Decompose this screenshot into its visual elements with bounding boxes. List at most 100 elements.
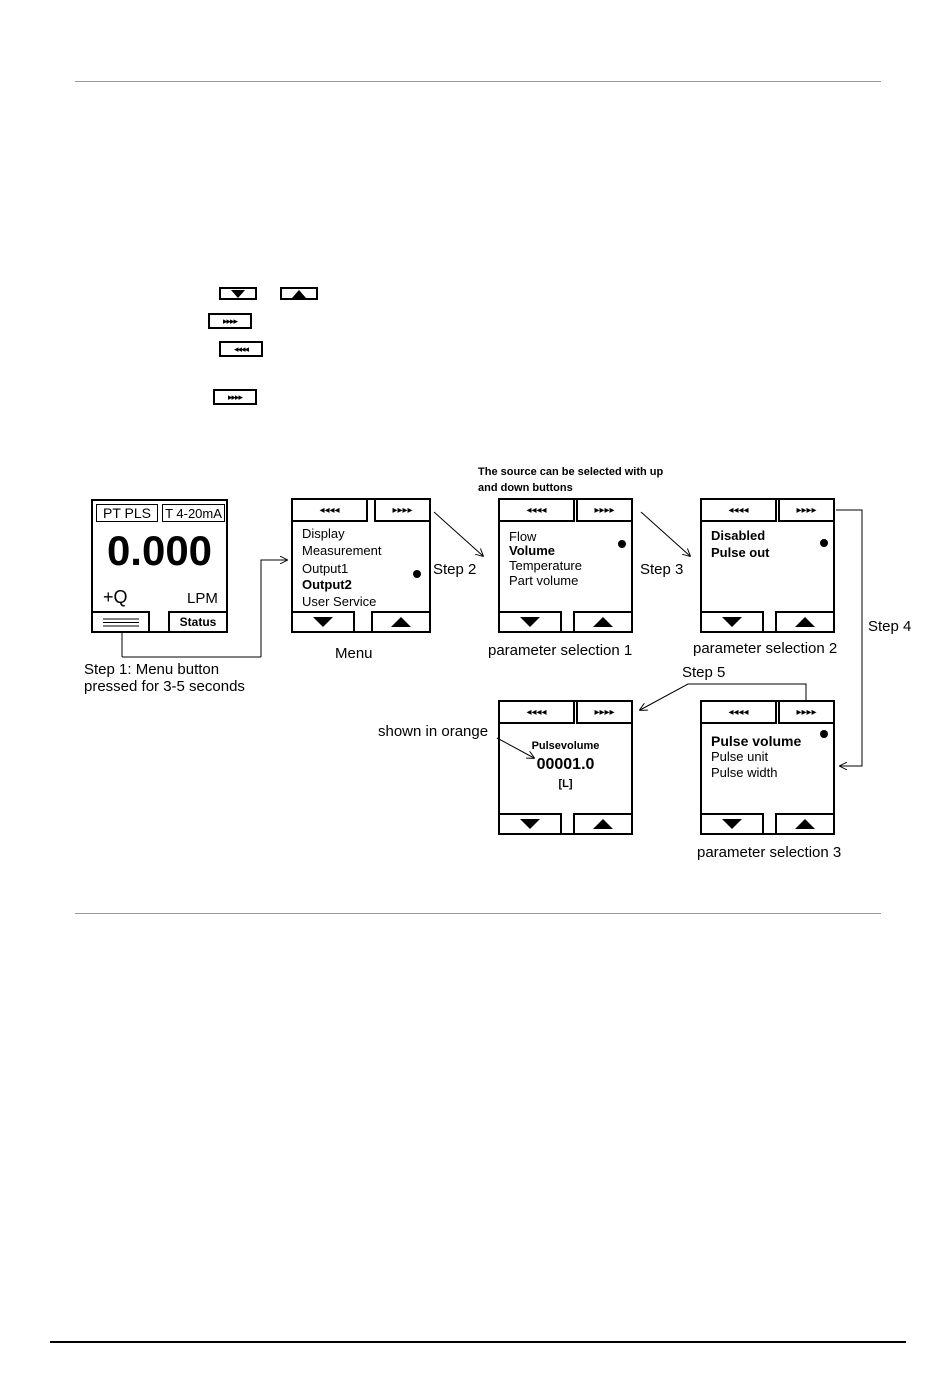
- right-arrows-icon: ▸▸▸▸: [222, 315, 238, 326]
- down-button[interactable]: [702, 813, 764, 833]
- menu-item-display: Display: [302, 526, 345, 541]
- left-arrows-icon: ◂◂◂◂: [526, 504, 547, 516]
- enter-button[interactable]: ▸▸▸▸: [778, 500, 833, 522]
- down-key-icon: [219, 287, 257, 300]
- param1-item-volume: Volume: [509, 543, 555, 558]
- unit-label: LPM: [187, 590, 218, 607]
- orange-note-connector: [496, 737, 534, 758]
- orange-note: shown in orange: [378, 723, 489, 740]
- top-rule: [75, 81, 881, 82]
- left-key-icon: ◂◂◂◂: [219, 341, 263, 357]
- up-arrow-icon: [391, 617, 411, 627]
- param2-item-disabled: Disabled: [711, 528, 766, 543]
- left-arrows-icon: ◂◂◂◂: [233, 343, 249, 354]
- back-button[interactable]: ◂◂◂◂: [702, 500, 777, 522]
- up-arrow-icon: [593, 617, 613, 627]
- caption-param3: parameter selection 3: [697, 844, 842, 861]
- menu-lines-icon: [102, 618, 139, 626]
- back-button[interactable]: ◂◂◂◂: [500, 500, 575, 522]
- pulse-label: Pulsevolume: [531, 740, 600, 752]
- left-arrows-icon: ◂◂◂◂: [319, 504, 340, 516]
- enter-button[interactable]: ▸▸▸▸: [374, 500, 429, 522]
- menu-screen: ◂◂◂◂ ▸▸▸▸ Display Measurement Output1 Ou…: [291, 498, 431, 633]
- param1-screen: ◂◂◂◂ ▸▸▸▸ Flow Volume Temperature Part v…: [498, 498, 633, 633]
- caption-param2: parameter selection 2: [693, 640, 838, 657]
- source-note-line1: The source can be selected with up: [478, 466, 664, 478]
- up-button[interactable]: [775, 611, 833, 631]
- step3-connector: [640, 511, 690, 556]
- param1-item-temperature: Temperature: [509, 558, 582, 573]
- up-key-icon: [280, 287, 318, 300]
- left-arrows-icon: ◂◂◂◂: [728, 706, 749, 718]
- param2-screen: ◂◂◂◂ ▸▸▸▸ Disabled Pulse out: [700, 498, 835, 633]
- down-button[interactable]: [293, 611, 355, 631]
- pulse-value: 00001.0: [536, 756, 595, 773]
- up-arrow-icon: [795, 617, 815, 627]
- param2-item-pulse-out: Pulse out: [711, 545, 770, 560]
- selection-dot-icon: [820, 730, 828, 738]
- right-arrows-icon: ▸▸▸▸: [594, 706, 615, 718]
- selection-dot-icon: [820, 539, 828, 547]
- param3-item-pulse-unit: Pulse unit: [711, 749, 769, 764]
- step1-connector: [260, 560, 287, 657]
- enter-button[interactable]: ▸▸▸▸: [576, 500, 631, 522]
- right-arrows-icon: ▸▸▸▸: [796, 706, 817, 718]
- status-button[interactable]: Status: [168, 611, 226, 631]
- down-arrow-icon: [313, 617, 333, 627]
- caption-param1: parameter selection 1: [488, 642, 633, 659]
- menu-item-output1: Output1: [302, 561, 349, 576]
- back-button[interactable]: ◂◂◂◂: [702, 702, 777, 724]
- step4-connector: [836, 509, 863, 766]
- step5-label: Step 5: [682, 664, 726, 681]
- right-key-icon-2: ▸▸▸▸: [213, 389, 257, 405]
- param3-item-pulse-volume: Pulse volume: [711, 733, 802, 749]
- up-button[interactable]: [371, 611, 429, 631]
- middle-rule: [75, 913, 881, 914]
- down-arrow-icon: [520, 617, 540, 627]
- down-arrow-icon: [722, 617, 742, 627]
- step3-label: Step 3: [640, 561, 684, 578]
- menu-item-output2: Output2: [302, 577, 352, 592]
- selection-dot-icon: [618, 540, 626, 548]
- step2-label: Step 2: [433, 561, 477, 578]
- menu-button[interactable]: [93, 611, 150, 631]
- bottom-rule: [50, 1341, 906, 1343]
- header-right-box: T 4-20mA: [162, 504, 225, 522]
- main-display: PT PLS T 4-20mA 0.000 +Q LPM Status: [91, 499, 228, 633]
- down-button[interactable]: [500, 813, 562, 833]
- main-value: 0.000: [106, 527, 213, 574]
- sign-label: +Q: [103, 587, 128, 607]
- param1-item-part-volume: Part volume: [509, 573, 579, 588]
- status-label: Status: [179, 615, 217, 629]
- up-arrow-icon: [795, 819, 815, 829]
- down-arrow-icon: [520, 819, 540, 829]
- up-button[interactable]: [573, 813, 631, 833]
- back-button[interactable]: ◂◂◂◂: [500, 702, 575, 724]
- down-button[interactable]: [500, 611, 562, 631]
- right-key-icon: ▸▸▸▸: [208, 313, 252, 329]
- step5-connector: [640, 683, 807, 710]
- caption-menu: Menu: [335, 645, 373, 662]
- down-button[interactable]: [702, 611, 764, 631]
- selection-dot-icon: [413, 570, 421, 578]
- right-arrows-icon: ▸▸▸▸: [392, 504, 413, 516]
- header-right: T 4-20mA: [165, 505, 222, 521]
- param3-screen: ◂◂◂◂ ▸▸▸▸ Pulse volume Pulse unit Pulse …: [700, 700, 835, 835]
- back-button[interactable]: ◂◂◂◂: [293, 500, 368, 522]
- right-arrows-icon: ▸▸▸▸: [227, 391, 243, 402]
- header-left: PT PLS: [103, 505, 151, 521]
- right-arrows-icon: ▸▸▸▸: [594, 504, 615, 516]
- left-arrows-icon: ◂◂◂◂: [526, 706, 547, 718]
- up-arrow-icon: [593, 819, 613, 829]
- source-note-line2: and down buttons: [478, 482, 573, 494]
- up-button[interactable]: [573, 611, 631, 631]
- menu-item-measurement: Measurement: [302, 543, 382, 558]
- enter-button[interactable]: ▸▸▸▸: [576, 702, 631, 724]
- enter-button[interactable]: ▸▸▸▸: [778, 702, 833, 724]
- header-left-box: PT PLS: [96, 504, 158, 522]
- step2-connector: [433, 511, 483, 556]
- up-button[interactable]: [775, 813, 833, 833]
- right-arrows-icon: ▸▸▸▸: [796, 504, 817, 516]
- param1-item-flow: Flow: [509, 529, 537, 544]
